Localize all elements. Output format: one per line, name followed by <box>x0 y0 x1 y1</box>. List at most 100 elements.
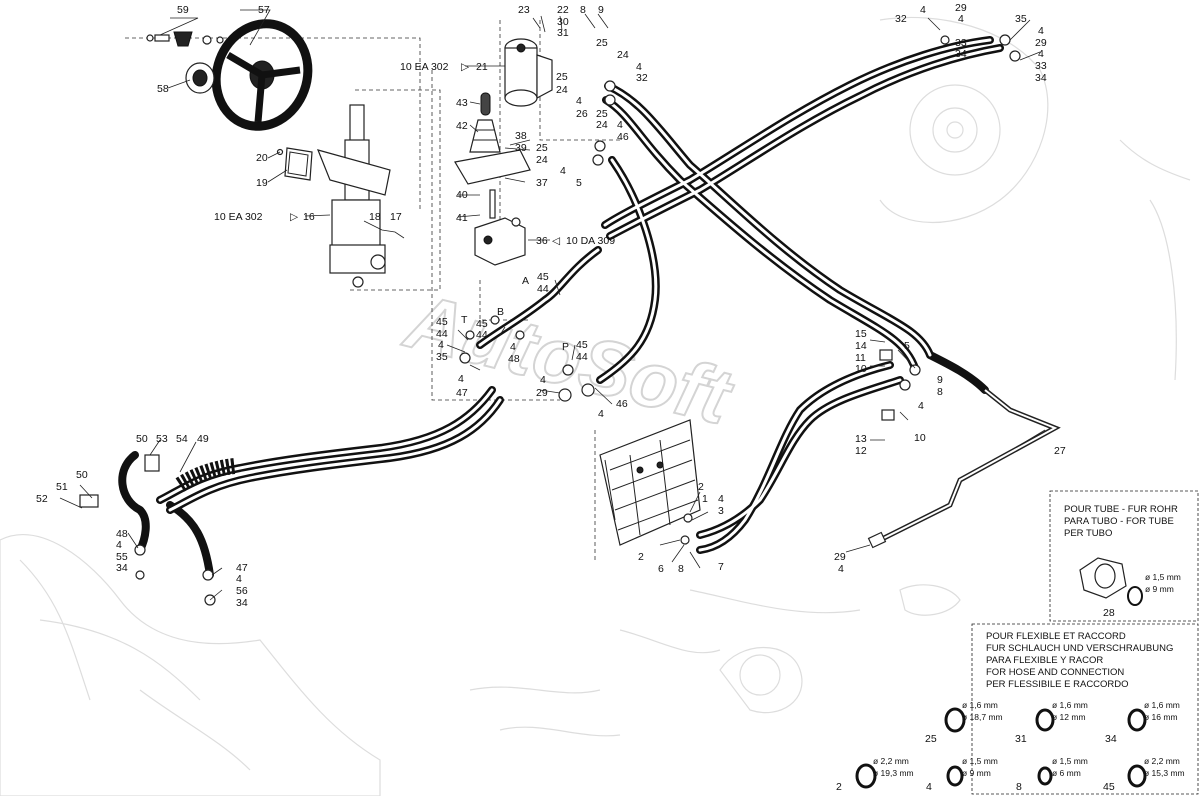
callout: 49 <box>197 433 209 445</box>
callout: 4 <box>458 373 464 385</box>
callout: 44 <box>537 283 549 295</box>
callout: 23 <box>518 4 530 16</box>
callout: 4 <box>540 374 546 386</box>
callout: 24 <box>536 154 548 166</box>
boot-42 <box>469 119 501 153</box>
svg-text:ø 2,2 mm: ø 2,2 mm <box>873 756 909 766</box>
seal-ring-34: ø 1,6 mm ø 16 mm 34 <box>1105 700 1180 745</box>
callout: B <box>497 306 504 318</box>
callout: 45 <box>576 339 588 351</box>
callout: 10 EA 302 <box>214 211 263 223</box>
callout: T <box>461 314 468 326</box>
callout: 25 <box>536 142 548 154</box>
callout: 31 <box>557 27 569 39</box>
callout: 55 <box>116 551 128 563</box>
hose-legend-line: POUR FLEXIBLE ET RACCORD <box>986 631 1126 642</box>
hose-legend-line: PER FLESSIBILE E RACCORDO <box>986 679 1129 690</box>
steering-wheel-57 <box>211 19 313 131</box>
callout: ◁ <box>552 235 561 247</box>
svg-text:ø 1,6 mm: ø 1,6 mm <box>1052 700 1088 710</box>
callout: 4 <box>116 539 122 551</box>
callout: 33 <box>1035 60 1047 72</box>
callout: 57 <box>258 4 270 16</box>
callout: 37 <box>536 177 548 189</box>
callout: 32 <box>636 72 648 84</box>
callout: 16 <box>303 211 315 223</box>
svg-text:ø 2,2 mm: ø 2,2 mm <box>1144 756 1180 766</box>
callout: 4 <box>636 61 642 73</box>
hose-legend-box: POUR FLEXIBLE ET RACCORD FUR SCHLAUCH UN… <box>971 623 1199 795</box>
callout: 41 <box>456 212 468 224</box>
callout: 20 <box>256 152 268 164</box>
callout-labels: 59 57 58 20 19 10 EA 302 ▷ 16 18 17 23 2… <box>36 2 1066 609</box>
svg-text:ø 1,6 mm: ø 1,6 mm <box>1144 700 1180 710</box>
callout: 32 <box>895 13 907 25</box>
callout: 51 <box>56 481 68 493</box>
seal-ring-25: ø 1,6 mm ø 18,7 mm 25 <box>925 700 1003 745</box>
seal-ring-2: ø 2,2 mm ø 19,3 mm 2 <box>836 756 914 793</box>
callout: 14 <box>855 340 867 352</box>
callout: 5 <box>576 177 582 189</box>
svg-text:ø 1,5 mm: ø 1,5 mm <box>962 756 998 766</box>
callout: 30 <box>557 16 569 28</box>
callout: 35 <box>436 351 448 363</box>
callout: 45 <box>436 316 448 328</box>
callout: 44 <box>436 328 448 340</box>
callout: 56 <box>236 585 248 597</box>
steering-column-16 <box>316 104 391 288</box>
callout: 10 <box>855 363 867 375</box>
callout: 53 <box>156 433 168 445</box>
callout: 4 <box>236 573 242 585</box>
callout: 50 <box>136 433 148 445</box>
callout: 26 <box>576 108 588 120</box>
svg-text:ø 16 mm: ø 16 mm <box>1144 712 1178 722</box>
callout: A <box>522 275 529 287</box>
svg-text:ø 15,3 mm: ø 15,3 mm <box>1144 768 1185 778</box>
callout: 29 <box>955 2 967 14</box>
callout: 18 <box>369 211 381 223</box>
callout: 34 <box>116 562 128 574</box>
assembly-dashed-lines <box>125 20 620 560</box>
callout: 3 <box>718 505 724 517</box>
tube-ring-diameter: ø 9 mm <box>1145 584 1174 594</box>
control-valve-block <box>599 419 701 546</box>
plate-19 <box>276 147 313 181</box>
callout: P <box>562 341 569 353</box>
callout: 29 <box>834 551 846 563</box>
seal-ring-8: ø 1,5 mm ø 6 mm 8 <box>1016 756 1088 793</box>
callout: 47 <box>236 562 248 574</box>
tube-legend-line: PARA TUBO - FOR TUBE <box>1064 516 1174 527</box>
callout: 4 <box>838 563 844 575</box>
callout: 52 <box>36 493 48 505</box>
callout: 28 <box>1103 607 1115 619</box>
callout: 24 <box>596 119 608 131</box>
callout: 34 <box>1035 72 1047 84</box>
callout: 2 <box>638 551 644 563</box>
callout: 4 <box>1038 48 1044 60</box>
callout: 33 <box>955 37 967 49</box>
callout: 4 <box>918 400 924 412</box>
svg-text:34: 34 <box>1105 733 1117 745</box>
callout: 15 <box>855 328 867 340</box>
svg-text:ø 1,5 mm: ø 1,5 mm <box>1052 756 1088 766</box>
seal-ring-4: ø 1,5 mm ø 9 mm 4 <box>926 756 998 793</box>
svg-text:4: 4 <box>926 781 932 793</box>
callout: 4 <box>920 4 926 16</box>
svg-text:31: 31 <box>1015 733 1027 745</box>
callout: 8 <box>678 563 684 575</box>
callout: ▷ <box>290 211 299 223</box>
callout: 4 <box>576 95 582 107</box>
callout: 50 <box>76 469 88 481</box>
background-ghost-outlines <box>0 16 1191 796</box>
callout: 4 <box>1038 25 1044 37</box>
callout: 4 <box>510 341 516 353</box>
horn-cap-58 <box>185 62 215 94</box>
callout: 4 <box>617 119 623 131</box>
callout: 11 <box>855 352 866 364</box>
svg-text:ø 1,6 mm: ø 1,6 mm <box>962 700 998 710</box>
tube-legend-line: POUR TUBE - FUR ROHR <box>1064 504 1178 515</box>
callout: 34 <box>955 48 967 60</box>
callout: 13 <box>855 433 867 445</box>
callout: 7 <box>718 561 724 573</box>
